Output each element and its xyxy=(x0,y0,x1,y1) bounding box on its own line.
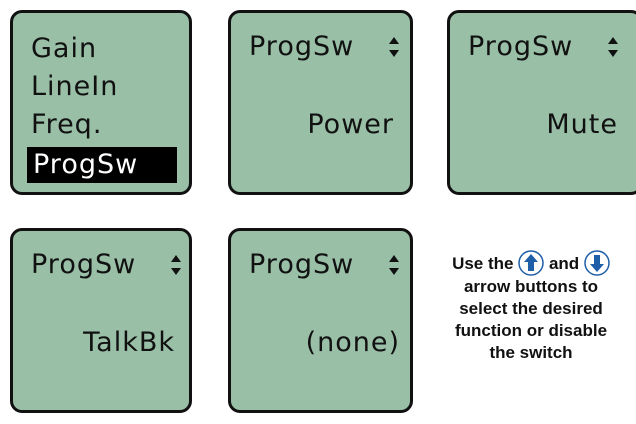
up-down-arrows-icon xyxy=(171,255,181,275)
lcd-progsw-mute-screen: ProgSw Mute xyxy=(447,10,636,195)
up-arrow-button-icon xyxy=(518,250,544,276)
down-arrow-button-icon xyxy=(584,250,610,276)
instruction-line-5: the switch xyxy=(489,343,573,362)
menu-item-progsw-selected[interactable]: ProgSw xyxy=(27,147,177,183)
screen-title: ProgSw xyxy=(31,249,137,280)
instruction-and: and xyxy=(548,254,580,273)
menu-item-gain[interactable]: Gain xyxy=(31,33,98,64)
up-down-arrows-icon xyxy=(389,37,399,57)
menu-item-linein[interactable]: LineIn xyxy=(31,71,119,102)
instruction-line-4: function or disable xyxy=(454,321,608,340)
screen-value: Mute xyxy=(546,109,618,140)
instruction-line-2: arrow buttons to xyxy=(463,277,599,296)
instruction-line-3: select the desired xyxy=(459,299,603,318)
screen-value: (none) xyxy=(305,327,400,358)
screen-value: TalkBk xyxy=(83,327,175,358)
menu-item-freq[interactable]: Freq. xyxy=(31,109,103,140)
up-down-arrows-icon xyxy=(389,255,399,275)
instruction-line-1: Use the and xyxy=(416,250,636,276)
lcd-progsw-power-screen: ProgSw Power xyxy=(228,10,413,195)
screen-title: ProgSw xyxy=(468,31,574,62)
lcd-menu-screen: Gain LineIn Freq. ProgSw xyxy=(10,10,192,195)
lcd-progsw-talkbk-screen: ProgSw TalkBk xyxy=(10,228,192,413)
up-down-arrows-icon xyxy=(608,37,618,57)
screen-title: ProgSw xyxy=(249,249,355,280)
screen-value: Power xyxy=(307,109,394,140)
instruction-text: Use the and arrow buttons to select the … xyxy=(416,250,636,364)
lcd-progsw-none-screen: ProgSw (none) xyxy=(228,228,413,413)
screen-title: ProgSw xyxy=(249,31,355,62)
instruction-prefix: Use the xyxy=(452,254,514,273)
